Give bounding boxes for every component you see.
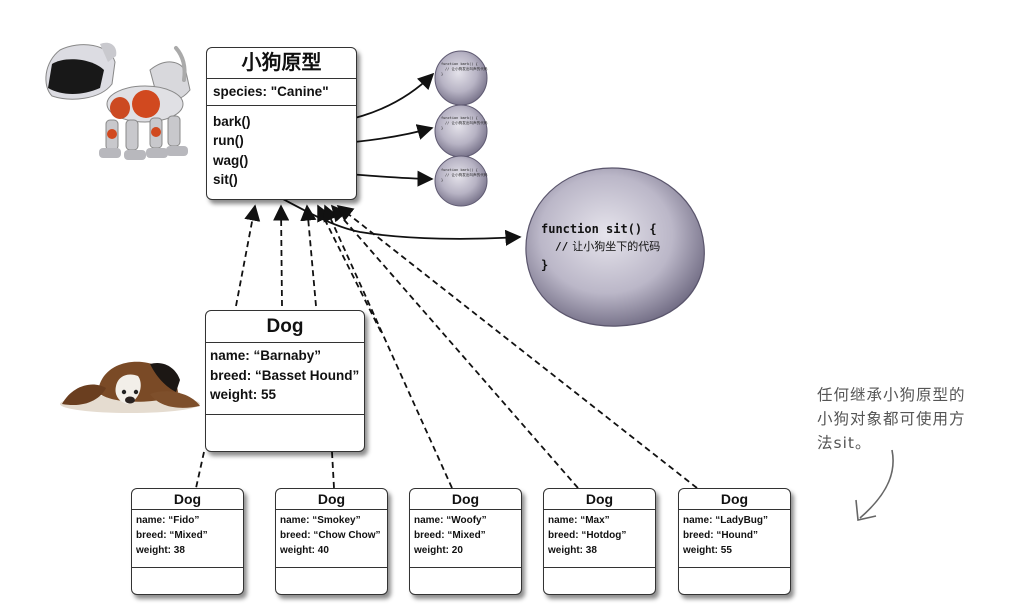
annotation-line: 法sit。 [817,434,872,452]
dog-breed: breed: “Basset Hound” [210,367,360,383]
prototype-title: 小狗原型 [207,48,356,79]
dog-box-methods [410,568,521,574]
basset-hound-image [60,361,200,413]
inheritance-arrows [195,204,698,489]
dog-box-title: Dog [544,489,655,510]
dog-box-methods [679,568,790,574]
dog-weight: weight: 40 [280,545,329,556]
prototype-species: species: "Canine" [213,84,329,99]
method-wag: wag() [213,152,249,168]
dog-name: name: “LadyBug” [683,515,769,526]
method-run: run() [213,133,244,148]
method-sit: sit() [213,172,238,187]
dog-box-title: Dog [132,489,243,510]
sit-code-comment: 让小狗坐下的代码 [572,240,661,253]
blob-code-line: function bark() { [441,62,478,66]
dog-box-barnaby: Dog name: “Barnaby” breed: “Basset Hound… [205,310,365,452]
dog-breed: breed: “Chow Chow” [280,530,381,541]
bark-method-blob [434,50,488,106]
method-bark: bark() [213,113,251,129]
dog-box-fields: name: “Woofy” breed: “Mixed” weight: 20 [410,510,521,568]
annotation-arrow [859,449,894,519]
dog-name: name: “Smokey” [280,515,361,526]
dog-box-max: Dog name: “Max” breed: “Hotdog” weight: … [543,488,656,595]
dog-box-title: Dog [276,489,387,510]
blob-code-line: function bark() { [441,116,478,120]
dog-box-methods [276,568,387,574]
dog-breed: breed: “Mixed” [414,530,486,541]
dog-name: name: “Woofy” [414,515,487,526]
dog-box-fields: name: “Fido” breed: “Mixed” weight: 38 [132,510,243,568]
annotation-line: 小狗对象都可使用方 [817,410,966,428]
comment-marker: // [555,240,569,253]
wag-blob-code: function bark() { // 让小狗发出叫声的代码 } [441,168,488,183]
dog-breed: breed: “Mixed” [136,530,208,541]
sit-code-signature: function sit() { [541,222,657,236]
dog-box-fields: name: “LadyBug” breed: “Hound” weight: 5… [679,510,790,568]
sit-arrow [254,183,522,246]
blob-code-line: // 让小狗发出叫声的代码 [445,67,488,71]
run-blob-code: function bark() { // 让小狗发出叫声的代码 } [441,116,488,131]
blob-code-line: } [441,178,444,182]
dog-weight: weight: 38 [136,545,185,556]
dog-box-fields: name: “Barnaby” breed: “Basset Hound” we… [206,343,364,415]
dog-box-fido: Dog name: “Fido” breed: “Mixed” weight: … [131,488,244,595]
wag-method-blob [434,155,488,207]
sit-code-comment-line: //让小狗坐下的代码 [541,238,691,256]
blob-code-line: // 让小狗发出叫声的代码 [445,173,488,177]
dog-weight: weight: 20 [414,545,463,556]
dog-box-fields: name: “Max” breed: “Hotdog” weight: 38 [544,510,655,568]
dog-box-methods [544,568,655,574]
dog-box-title: Dog [206,311,364,343]
sit-code-close: } [541,258,549,272]
blob-code-line: function bark() { [441,168,478,172]
prototype-properties: species: "Canine" [207,79,356,106]
bark-blob-code: function bark() { // 让小狗发出叫声的代码 } [441,62,488,77]
sit-blob-code: function sit() { //让小狗坐下的代码 } [541,220,691,274]
dog-name: name: “Barnaby” [210,348,322,363]
dog-box-ladybug: Dog name: “LadyBug” breed: “Hound” weigh… [678,488,791,595]
blob-code-line: } [441,72,444,76]
annotation-line: 任何继承小狗原型的 [817,386,966,404]
dog-weight: weight: 55 [210,387,277,402]
blob-code-line: // 让小狗发出叫声的代码 [445,121,488,125]
dog-box-smokey: Dog name: “Smokey” breed: “Chow Chow” we… [275,488,388,595]
run-method-blob [434,104,488,158]
dog-box-methods [206,415,364,421]
dog-box-woofy: Dog name: “Woofy” breed: “Mixed” weight:… [409,488,522,595]
robot-dog-image [45,42,191,160]
prototype-box: 小狗原型 species: "Canine" bark() run() wag(… [206,47,357,200]
annotation-note: 任何继承小狗原型的 小狗对象都可使用方 法sit。 [817,383,1007,455]
dog-breed: breed: “Hound” [683,530,758,541]
prototype-methods: bark() run() wag() sit() [207,106,356,193]
sit-method-blob [525,167,705,327]
dog-box-title: Dog [679,489,790,510]
dog-breed: breed: “Hotdog” [548,530,627,541]
dog-weight: weight: 38 [548,545,597,556]
dog-box-title: Dog [410,489,521,510]
dog-name: name: “Max” [548,515,610,526]
dog-box-methods [132,568,243,574]
dog-weight: weight: 55 [683,545,732,556]
blob-code-line: } [441,126,444,130]
dog-name: name: “Fido” [136,515,200,526]
dog-box-fields: name: “Smokey” breed: “Chow Chow” weight… [276,510,387,568]
